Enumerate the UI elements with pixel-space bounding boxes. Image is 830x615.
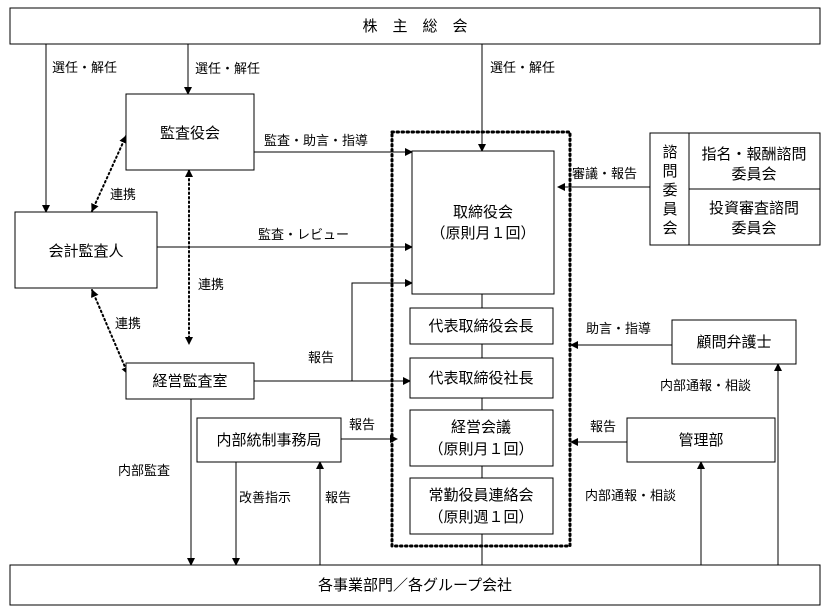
accounting-auditor-label: 会計監査人 bbox=[48, 242, 123, 260]
nomination-committee-label: 指名・報酬諮問 bbox=[701, 145, 806, 163]
edge-report-board bbox=[351, 279, 413, 381]
edge-label-internal-audit: 内部監査 bbox=[118, 463, 170, 479]
shareholders-meeting-label: 株 主 総 会 bbox=[362, 17, 467, 35]
chairman-box bbox=[409, 307, 554, 345]
board-group-frame bbox=[390, 130, 572, 548]
legal-advisor-box bbox=[671, 319, 797, 365]
advisory-committee-char: 諮 bbox=[662, 143, 677, 161]
edge-label-elect-dismiss: 選任・解任 bbox=[490, 61, 555, 76]
edge-label-elect-dismiss: 選任・解任 bbox=[195, 62, 260, 77]
nomination-committee-label-2: 委員会 bbox=[731, 165, 776, 183]
management-meeting-label: 経営会議 bbox=[451, 418, 511, 436]
edge-label-whistleblowing: 内部通報・相談 bbox=[585, 488, 676, 504]
edge-label-advice-guidance: 助言・指導 bbox=[586, 322, 651, 337]
administration-dept-label: 管理部 bbox=[678, 431, 723, 449]
advisory-committee-char: 員 bbox=[662, 200, 677, 218]
legal-advisor-label: 顧問弁護士 bbox=[696, 333, 771, 351]
edge-label-cooperation: 連携 bbox=[198, 277, 224, 293]
investment-committee-label-2: 委員会 bbox=[731, 219, 776, 237]
chairman-label: 代表取締役会長 bbox=[428, 317, 533, 335]
edge-cooperation-1 bbox=[91, 135, 127, 212]
edge-label-audit-advice: 監査・助言・指導 bbox=[264, 133, 368, 149]
advisory-committee-vertical-label: 諮 問 委 員 会 bbox=[662, 143, 677, 237]
edge-label-report: 報告 bbox=[308, 351, 334, 366]
board-of-directors-frequency: （原則月１回） bbox=[430, 224, 535, 242]
internal-control-office-label: 内部統制事務局 bbox=[216, 431, 321, 449]
edge-label-report: 報告 bbox=[325, 491, 351, 506]
advisory-committee-char: 問 bbox=[662, 162, 677, 180]
executive-meeting-box bbox=[409, 477, 554, 535]
edge-label-cooperation: 連携 bbox=[110, 187, 136, 203]
investment-committee-label: 投資審査諮問 bbox=[709, 199, 799, 217]
accounting-auditor-box bbox=[14, 211, 158, 289]
internal-audit-office-label: 経営監査室 bbox=[152, 372, 227, 390]
president-label: 代表取締役社長 bbox=[428, 369, 533, 387]
advisory-committee-char: 会 bbox=[662, 219, 677, 237]
administration-dept-box bbox=[626, 417, 776, 463]
board-of-directors-box bbox=[411, 150, 555, 295]
executive-meeting-frequency: （原則週１回） bbox=[428, 508, 533, 526]
business-units-label: 各事業部門／各グループ会社 bbox=[318, 576, 512, 594]
management-meeting-frequency: （原則月１回） bbox=[428, 440, 533, 458]
edge-cooperation-3 bbox=[91, 289, 129, 375]
edge-label-report: 報告 bbox=[349, 418, 375, 433]
audit-board-box bbox=[125, 93, 255, 171]
board-of-directors-label: 取締役会 bbox=[453, 203, 513, 221]
audit-board-label: 監査役会 bbox=[160, 124, 220, 142]
edge-label-deliberation-report: 審議・報告 bbox=[572, 167, 637, 182]
internal-audit-office-box bbox=[125, 362, 255, 400]
shareholders-meeting-box bbox=[9, 7, 821, 45]
management-meeting-box bbox=[409, 409, 554, 467]
edge-label-improvement: 改善指示 bbox=[239, 490, 291, 506]
business-units-box bbox=[9, 564, 821, 606]
executive-meeting-label: 常勤役員連絡会 bbox=[428, 486, 533, 504]
edge-label-elect-dismiss: 選任・解任 bbox=[52, 61, 117, 76]
internal-control-office-box bbox=[196, 417, 342, 463]
edge-label-report: 報告 bbox=[590, 420, 616, 435]
advisory-committee-char: 委 bbox=[662, 181, 677, 199]
edge-label-audit-review: 監査・レビュー bbox=[258, 227, 349, 243]
edge-label-cooperation: 連携 bbox=[115, 316, 141, 332]
edge-label-whistleblowing: 内部通報・相談 bbox=[660, 378, 751, 394]
president-box bbox=[409, 357, 554, 399]
